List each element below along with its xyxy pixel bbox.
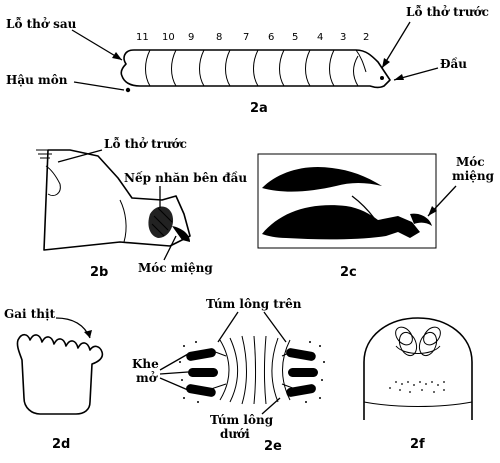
segment-number: 11 [136,32,149,43]
label-tum-long-duoi-line2: dưới [220,427,250,441]
spiracle-slit [286,348,316,361]
caption-2d: 2d [52,437,70,452]
label-khe-mo-line2: mở [136,370,158,385]
anterior-spiracle-dot [380,76,384,80]
label-moc-mieng-2c-line1: Móc [456,155,485,169]
pointer-line [73,81,125,91]
pointer-line [159,371,189,375]
head-wrinkle-mass [148,206,174,238]
stipple [389,381,445,393]
caption-2c: 2c [340,265,357,280]
panel-2a: 11 10 9 8 7 6 5 4 3 2 Lỗ thở sau Lỗ thở … [6,4,489,116]
spiracle-slit [186,384,216,397]
spiracle-fringe [36,149,52,159]
spiracle-slits [186,348,318,397]
arrow-head [394,74,404,80]
spiracle-slit [188,368,218,377]
pointer-line [159,377,189,391]
label-dau: Đầu [440,56,467,71]
caption-2f: 2f [410,437,425,452]
segment-number: 10 [162,32,175,43]
spiracle-slit [288,368,318,377]
segment-number: 6 [268,32,274,43]
caption-2a: 2a [250,101,268,116]
lower-plate [262,205,420,240]
panel-2f: 2f [363,317,473,452]
spiracle-plates [395,326,441,357]
segment-number: 7 [243,32,249,43]
mouth-hook [410,213,432,226]
upper-plate [262,166,382,192]
label-nep-nhan: Nếp nhăn bên đầu [124,170,247,185]
spiracle-slit [186,348,216,361]
segment-number: 4 [317,32,323,43]
panel-2c: Móc miệng 2c [257,153,495,280]
pointer-line [55,317,91,339]
pointer-line [263,311,287,343]
segment-numbers: 11 10 9 8 7 6 5 4 3 2 [136,32,369,43]
spiracle-lobe [45,165,61,197]
caption-2e: 2e [264,439,282,454]
arrow-head [428,206,437,216]
label-lo-tho-truoc: Lỗ thở trước [406,4,489,19]
label-moc-mieng-2c-line2: miệng [452,169,495,183]
pointer-line [217,311,239,343]
hair-tufts [207,335,299,405]
segment-number: 5 [292,32,298,43]
mouth-hook-mini [172,226,190,242]
label-hau-mon: Hậu môn [6,73,68,87]
pointer-line [163,235,177,261]
label-tum-long-duoi-line1: Túm lông [210,413,274,427]
pointer-line [159,353,189,371]
label-gai-thit: Gai thịt [4,307,56,321]
papillae-outline [16,333,104,415]
anus-dot [125,87,131,93]
panel-2d: Gai thịt 2d [4,307,104,452]
stipple [179,341,325,403]
label-moc-mieng-2b: Móc miệng [138,261,213,275]
segment-number: 9 [188,32,194,43]
arrow-head [112,52,122,60]
larva-body-outline [120,49,391,93]
label-lo-tho-truoc-2b: Lỗ thở trước [104,136,187,151]
pointer-line [57,149,103,163]
bridge [351,195,375,219]
caption-2b: 2b [90,265,108,280]
panel-2b: Lỗ thở trước Nếp nhăn bên đầu Móc miệng … [36,136,247,280]
arrow-head [382,58,390,68]
arrow-head [84,330,92,338]
label-tum-long-tren: Túm lông trên [206,297,302,311]
end-view-outline [363,317,473,420]
label-lo-tho-sau: Lỗ thở sau [6,16,77,31]
pointer-line [71,29,123,61]
panel-2e: Túm lông trên Khe mở Túm lông dưới 2e [132,297,325,454]
pointer-line [261,397,281,415]
segment-number: 3 [340,32,346,43]
segment-fold [119,199,127,243]
spiracle-slit [286,384,316,397]
label-khe-mo-line1: Khe [132,357,159,371]
segment-number: 8 [216,32,222,43]
lower-rim [363,401,473,407]
head-outline [43,149,191,251]
frame [257,153,437,249]
segment-number: 2 [363,32,369,43]
